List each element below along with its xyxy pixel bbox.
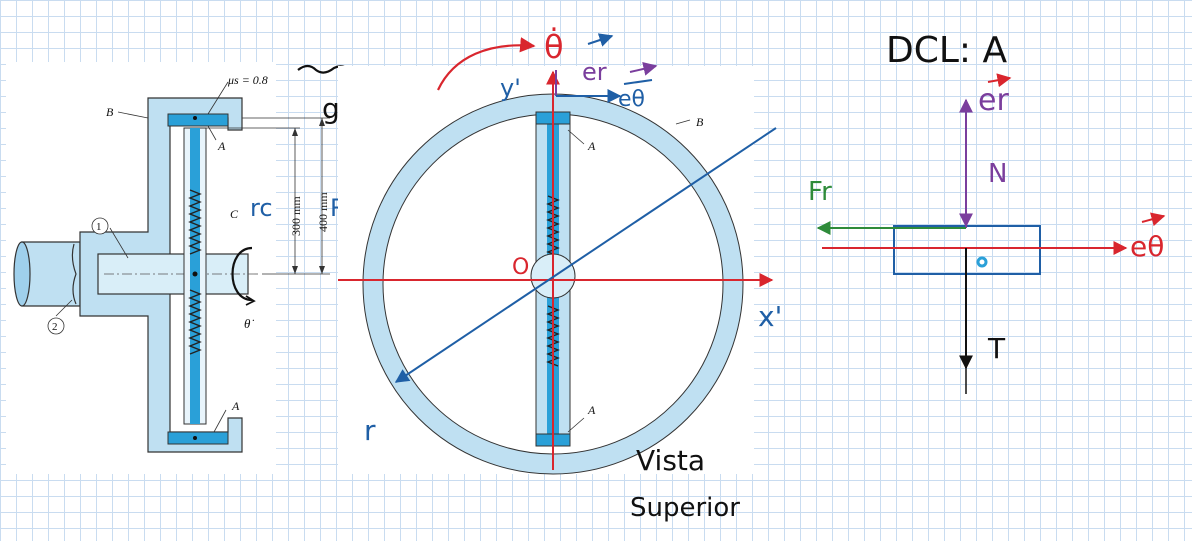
vista-label-line1: Vista: [636, 444, 705, 477]
slider-A-top: [167, 113, 229, 127]
dim-400-arrow-bottom: [319, 266, 325, 274]
theta-dot-arrow: [437, 37, 536, 91]
fbd-er-label: er: [978, 83, 1009, 118]
leader-mu: [207, 81, 229, 115]
top-leader-A-top: [567, 129, 585, 145]
rotation-arrow: [231, 246, 253, 302]
label-C: C: [230, 207, 239, 221]
leader-1: [109, 227, 129, 259]
dim-400-arrow-top: [319, 118, 325, 126]
dim-300-arrow-bottom: [292, 266, 298, 274]
side-view-figure: μs = 0.8 B A A C 1 2 θ̇ 300 mm 400 mm: [6, 62, 330, 474]
fbd-title: DCL: A: [886, 30, 1007, 71]
top-leader-B: [675, 119, 691, 125]
theta-dot-vector-mark: [587, 33, 614, 47]
er-top-hat: [629, 62, 658, 76]
fbd-N-label: N: [988, 159, 1007, 189]
leader-2: [55, 299, 73, 317]
theta-dot-top-label: θ̇: [544, 27, 564, 66]
label-A-bottom: A: [231, 399, 240, 413]
dim-300-arrow-top: [292, 128, 298, 136]
label-theta-dot: θ̇: [244, 316, 254, 331]
leader-A-bottom: [213, 409, 227, 433]
rc-label: rc: [250, 194, 273, 222]
fbd-Fr-label: Fr: [808, 177, 832, 207]
r-label: r: [364, 414, 376, 447]
label-2: 2: [52, 321, 58, 333]
fbd-er-hat: [987, 73, 1012, 88]
dim-300-label: 300 mm: [289, 196, 303, 236]
fbd-eo-hat: [1141, 212, 1166, 227]
slider-A-bottom: [167, 431, 229, 445]
top-view-annotations: θ̇ y' er eθ O x' r Vista Superior: [338, 27, 782, 523]
leader-A-top: [207, 125, 217, 141]
top-label-A-bottom: A: [587, 403, 596, 417]
shaft-break-line: [71, 243, 77, 305]
y-prime-label: y': [500, 74, 521, 102]
x-prime-label: x': [758, 300, 782, 333]
vista-label-line2: Superior: [630, 493, 740, 523]
label-B: B: [106, 105, 114, 119]
point-top: [193, 116, 197, 120]
point-bottom: [193, 436, 197, 440]
g-label: g: [322, 92, 340, 125]
dim-400-label: 400 mm: [316, 192, 330, 232]
mu-label: μs = 0.8: [227, 73, 268, 87]
spring-top: [188, 189, 202, 255]
r-axis: [394, 127, 777, 383]
top-label-A-top: A: [587, 139, 596, 153]
point-center: [192, 271, 198, 277]
top-label-B: B: [696, 115, 704, 129]
circle-label-1: [91, 217, 109, 235]
spring-bottom: [188, 289, 202, 355]
fbd-T-label: T: [987, 332, 1006, 365]
shaft-2-end: [13, 241, 31, 307]
rotation-arrow-head: [245, 295, 256, 306]
circle-label-2: [47, 317, 65, 335]
origin-label: O: [512, 255, 529, 280]
leader-B: [117, 111, 149, 119]
eo-top-label: eθ: [618, 87, 645, 112]
label-1: 1: [96, 221, 102, 233]
label-A-top: A: [217, 139, 226, 153]
fbd-eo-label: eθ: [1130, 230, 1164, 263]
top-view-figure: B A A: [338, 66, 754, 475]
eo-top-hat: [623, 79, 653, 85]
fbd-center-point: [976, 256, 988, 268]
shaft-2: [21, 241, 81, 307]
free-body-diagram: DCL: A er N Fr eθ T: [808, 30, 1166, 394]
er-top-label: er: [582, 58, 607, 86]
top-leader-A-bottom: [567, 417, 585, 433]
